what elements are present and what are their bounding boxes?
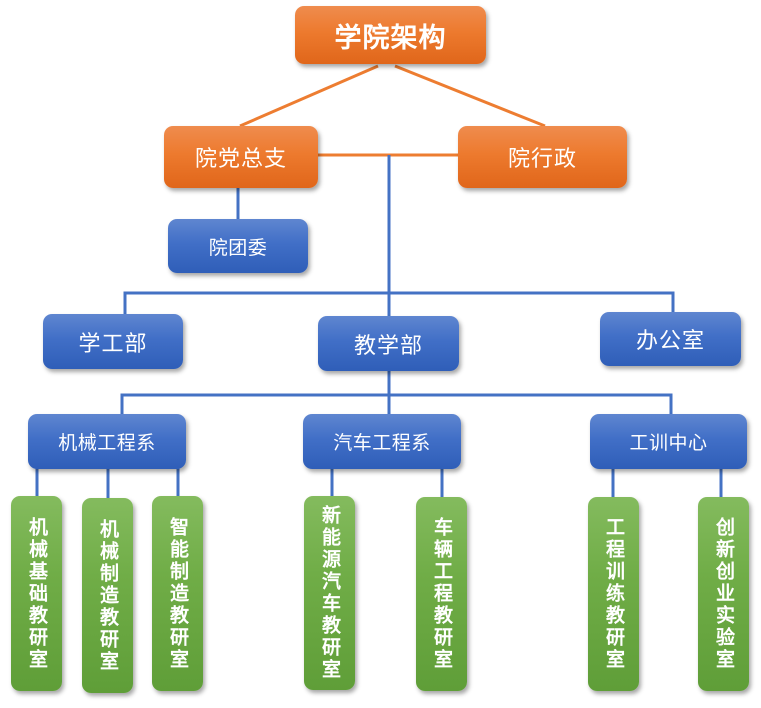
section-node[interactable]: 车辆工程教研室	[416, 497, 467, 691]
office-label: 办公室	[635, 329, 705, 354]
section-node[interactable]: 机械基础教研室	[11, 496, 62, 691]
section-label: 智能制造教研室	[167, 516, 189, 671]
section-label: 创新创业实验室	[713, 517, 735, 671]
division-node[interactable]: 汽车工程系	[303, 414, 461, 469]
section-label: 工程训练教研室	[603, 517, 625, 671]
section-label: 机械基础教研室	[26, 516, 48, 671]
connector-root-to-party	[239, 64, 379, 128]
party-branch-label: 院党总支	[194, 147, 287, 172]
division-label: 汽车工程系	[333, 432, 431, 454]
administration-node[interactable]: 院行政	[458, 126, 627, 188]
youth-league-node[interactable]: 院团委	[168, 219, 308, 273]
connector-root-to-admin	[394, 64, 546, 128]
connector-dept-bus	[123, 291, 675, 314]
section-node[interactable]: 工程训练教研室	[588, 497, 639, 691]
youth-league-label: 院团委	[208, 236, 268, 259]
student-affairs-node[interactable]: 学工部	[43, 314, 183, 369]
teaching-node[interactable]: 教学部	[318, 316, 459, 371]
root-node[interactable]: 学院架构	[295, 6, 486, 64]
division-label: 工训中心	[629, 432, 708, 454]
administration-label: 院行政	[507, 147, 577, 172]
teaching-label: 教学部	[353, 333, 423, 359]
section-label: 机械制造教研室	[97, 518, 119, 673]
root-label: 学院架构	[334, 22, 447, 54]
section-node[interactable]: 新能源汽车教研室	[304, 496, 355, 690]
connector-division-bus	[120, 393, 673, 414]
division-label: 机械工程系	[58, 432, 156, 454]
section-label: 车辆工程教研室	[431, 517, 453, 671]
section-node[interactable]: 智能制造教研室	[152, 496, 203, 691]
section-label: 新能源汽车教研室	[319, 505, 341, 681]
division-node[interactable]: 机械工程系	[28, 414, 186, 469]
student-affairs-label: 学工部	[78, 331, 148, 357]
section-node[interactable]: 机械制造教研室	[82, 498, 133, 693]
party-branch-node[interactable]: 院党总支	[164, 126, 318, 188]
division-node[interactable]: 工训中心	[590, 414, 747, 469]
office-node[interactable]: 办公室	[600, 312, 741, 366]
section-node[interactable]: 创新创业实验室	[698, 497, 749, 691]
